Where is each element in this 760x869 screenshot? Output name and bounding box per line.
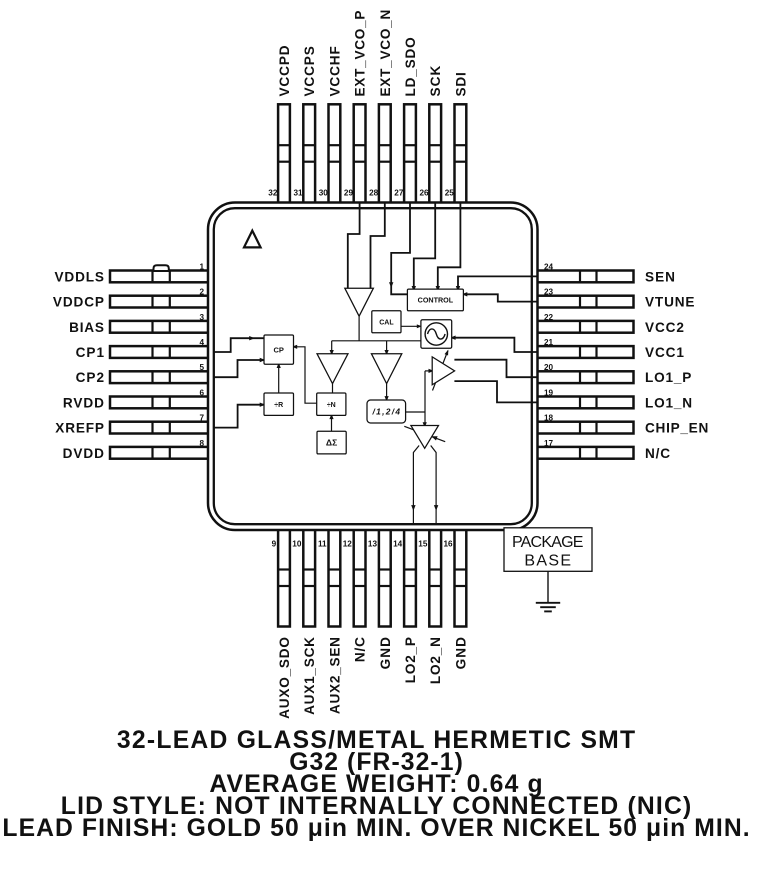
svg-text:24: 24 (544, 262, 554, 271)
svg-text:29: 29 (344, 189, 354, 198)
svg-text:11: 11 (318, 540, 327, 549)
svg-text:G32 (FR-32-1): G32 (FR-32-1) (289, 749, 463, 776)
svg-text:15: 15 (418, 540, 428, 549)
svg-text:30: 30 (319, 189, 329, 198)
svg-text:LO2_P: LO2_P (403, 637, 418, 683)
svg-text:AVERAGE WEIGHT: 0.64 g: AVERAGE WEIGHT: 0.64 g (209, 771, 542, 798)
svg-text:21: 21 (544, 338, 554, 347)
svg-text:LEAD FINISH: GOLD 50 μin MIN.: LEAD FINISH: GOLD 50 μin MIN. OVER NICKE… (2, 815, 749, 842)
svg-text:XREFP: XREFP (55, 421, 104, 436)
svg-text:GND: GND (378, 637, 393, 670)
svg-text:RVDD: RVDD (63, 395, 104, 410)
svg-text:28: 28 (369, 189, 379, 198)
svg-text:17: 17 (544, 439, 554, 448)
svg-text:22: 22 (544, 313, 554, 322)
svg-text:LO2_N: LO2_N (428, 637, 443, 684)
svg-text:6: 6 (199, 388, 204, 397)
svg-text:CP1: CP1 (76, 345, 105, 360)
svg-text:SEN: SEN (645, 269, 675, 284)
svg-text:10: 10 (292, 540, 302, 549)
svg-text:1: 1 (199, 262, 204, 271)
svg-text:32-LEAD GLASS/METAL HERMETIC S: 32-LEAD GLASS/METAL HERMETIC SMT (117, 727, 635, 754)
svg-text:EXT_VCO_P: EXT_VCO_P (353, 11, 368, 97)
svg-text:N/C: N/C (645, 446, 670, 461)
svg-text:CONTROL: CONTROL (418, 296, 454, 305)
svg-text:3: 3 (199, 313, 204, 322)
svg-text:VCCPD: VCCPD (277, 45, 292, 96)
svg-text:19: 19 (544, 388, 554, 397)
svg-text:LD_SDO: LD_SDO (403, 37, 418, 96)
svg-text:9: 9 (272, 540, 277, 549)
svg-text:23: 23 (544, 288, 554, 297)
svg-text:VTUNE: VTUNE (645, 295, 695, 310)
svg-text:÷R: ÷R (274, 402, 283, 409)
svg-text:CP2: CP2 (76, 370, 105, 385)
svg-text:LO1_P: LO1_P (645, 370, 691, 385)
svg-text:VCCHF: VCCHF (327, 46, 342, 96)
svg-text:VDDCP: VDDCP (53, 295, 104, 310)
svg-text:16: 16 (443, 540, 453, 549)
svg-text:VCCPS: VCCPS (302, 46, 317, 96)
svg-text:13: 13 (368, 540, 378, 549)
svg-text:BASE: BASE (524, 553, 571, 570)
svg-text:CHIP_EN: CHIP_EN (645, 421, 708, 436)
svg-text:AUXO_SDO: AUXO_SDO (277, 637, 292, 719)
svg-text:14: 14 (393, 540, 403, 549)
svg-text:27: 27 (394, 189, 404, 198)
svg-text:AUX2_SEN: AUX2_SEN (327, 637, 342, 714)
svg-text:5: 5 (199, 363, 204, 372)
svg-text:32: 32 (268, 189, 278, 198)
svg-text:4: 4 (199, 338, 204, 347)
svg-text:BIAS: BIAS (69, 320, 104, 335)
svg-text:2: 2 (199, 288, 204, 297)
svg-text:LO1_N: LO1_N (645, 395, 692, 410)
svg-text:CAL: CAL (379, 319, 394, 326)
svg-text:SCK: SCK (428, 66, 443, 97)
svg-text:AUX1_SCK: AUX1_SCK (302, 637, 317, 715)
svg-text:LID STYLE: NOT INTERNALLY CONN: LID STYLE: NOT INTERNALLY CONNECTED (NIC… (61, 793, 691, 820)
svg-text:N/C: N/C (353, 637, 368, 662)
svg-text:12: 12 (343, 540, 353, 549)
svg-text:GND: GND (453, 637, 468, 670)
svg-text:ΔΣ: ΔΣ (326, 438, 337, 448)
svg-text:20: 20 (544, 363, 554, 372)
svg-text:VCC1: VCC1 (645, 345, 684, 360)
svg-text:PACKAGE: PACKAGE (512, 534, 583, 551)
svg-text:7: 7 (199, 414, 204, 423)
svg-text:SDI: SDI (453, 72, 468, 96)
svg-text:÷N: ÷N (327, 402, 336, 409)
svg-text:31: 31 (293, 189, 303, 198)
svg-text:/1,2/4: /1,2/4 (372, 407, 401, 417)
svg-text:CP: CP (273, 346, 283, 355)
svg-text:VDDLS: VDDLS (55, 269, 105, 284)
svg-text:VCC2: VCC2 (645, 320, 684, 335)
svg-text:8: 8 (199, 439, 204, 448)
svg-text:26: 26 (419, 189, 429, 198)
svg-text:DVDD: DVDD (63, 446, 105, 461)
svg-text:EXT_VCO_N: EXT_VCO_N (378, 10, 393, 97)
svg-text:25: 25 (445, 189, 455, 198)
svg-text:18: 18 (544, 414, 554, 423)
